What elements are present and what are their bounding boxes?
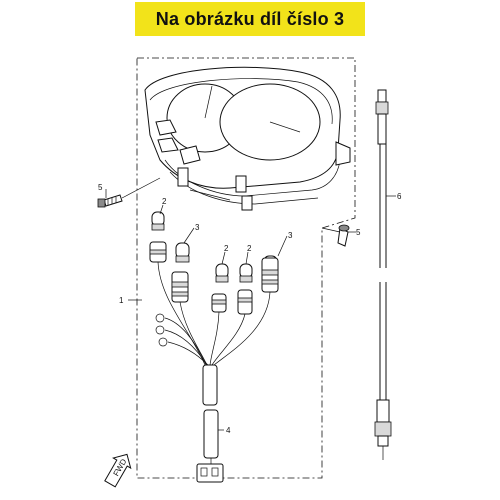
bulb-upper — [151, 211, 165, 231]
socket-4 — [237, 289, 253, 315]
socket-5 — [261, 257, 279, 293]
callout-5b: 5 — [356, 228, 361, 237]
fwd-arrow-icon: FWD — [104, 453, 132, 488]
socket-2 — [171, 271, 189, 303]
socket-3 — [211, 293, 227, 313]
speedometer-cable — [374, 89, 392, 460]
callout-3b: 3 — [288, 231, 293, 240]
callout-2c: 2 — [247, 244, 252, 253]
callout-3a: 3 — [195, 223, 200, 232]
callout-1: 1 — [119, 296, 124, 305]
screw-left — [97, 177, 161, 208]
bulb-right — [239, 263, 253, 283]
part-number-banner: Na obrázku díl číslo 3 — [135, 2, 365, 36]
socket-1 — [149, 241, 167, 263]
harness-tube-upper — [202, 364, 218, 406]
bulb-part3-left — [175, 242, 190, 263]
callout-4: 4 — [226, 426, 231, 435]
bulb-middle — [215, 263, 229, 283]
callout-2a: 2 — [162, 197, 167, 206]
callout-6: 6 — [397, 192, 402, 201]
meter-housing — [144, 66, 351, 211]
wiring — [155, 261, 271, 366]
callout-5a: 5 — [98, 183, 103, 192]
banner-text: Na obrázku díl číslo 3 — [155, 8, 345, 29]
screw-right — [321, 224, 350, 247]
wire-connector — [196, 463, 224, 483]
callout-2b: 2 — [224, 244, 229, 253]
harness-tube — [203, 409, 219, 459]
